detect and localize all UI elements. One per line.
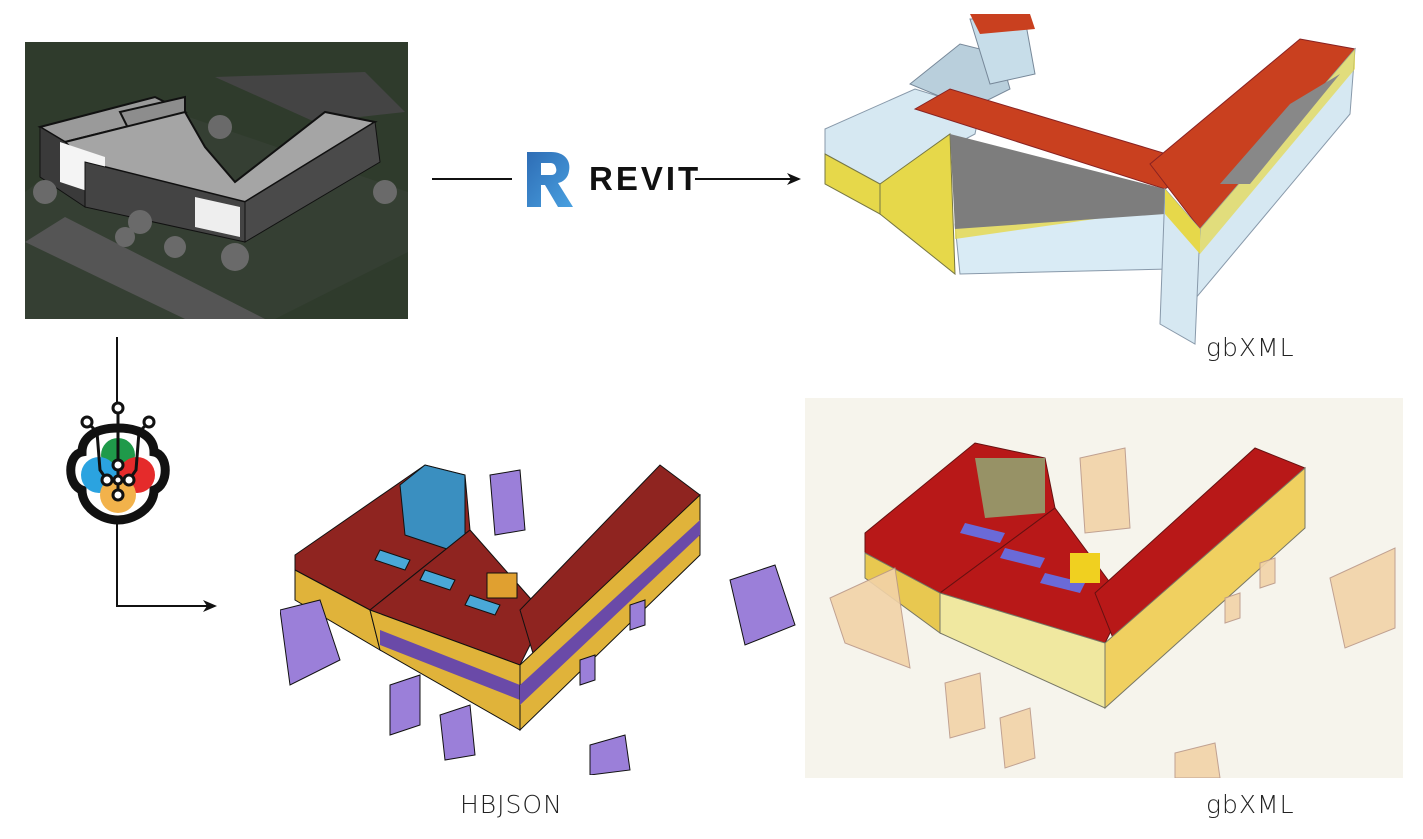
arrow-to-hbjson xyxy=(116,520,217,612)
gbxml-revit-model xyxy=(824,14,1356,345)
revit-label: REVIT xyxy=(589,160,702,197)
revit-model-render xyxy=(25,42,408,319)
gbxml-label-top: gbXML xyxy=(1206,333,1295,362)
arrow-to-gbxml xyxy=(695,173,801,185)
revit-logo-icon xyxy=(527,152,573,207)
ladybug-tools-logo-icon xyxy=(66,401,170,525)
gbxml-label-bottom: gbXML xyxy=(1206,790,1295,819)
connector-line xyxy=(116,337,118,405)
connector-line xyxy=(432,178,512,180)
hbjson-label: HBJSON xyxy=(460,790,563,819)
gbxml-viewer-model xyxy=(805,398,1403,778)
hbjson-model xyxy=(280,464,796,775)
